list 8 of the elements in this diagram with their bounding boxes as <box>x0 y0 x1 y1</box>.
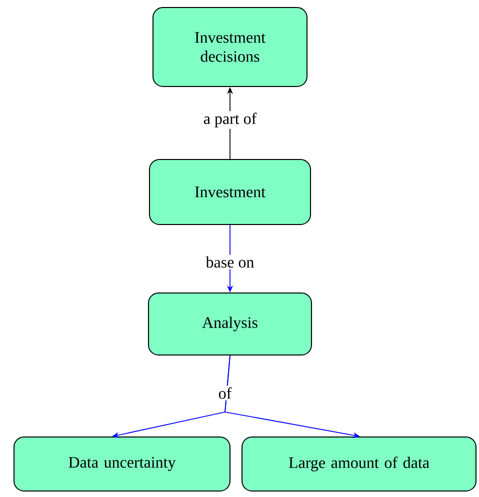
concept-box: Data uncertainty <box>14 436 230 492</box>
concept-box: Investment decisions <box>152 7 308 87</box>
edge-label: a part of <box>202 111 258 129</box>
concept-box: Large amount of data <box>242 436 476 492</box>
edge-label: base on <box>204 254 256 270</box>
concept-box: Investment <box>149 159 311 225</box>
edge-label: of <box>216 386 234 400</box>
concept-box: Analysis <box>148 292 312 356</box>
